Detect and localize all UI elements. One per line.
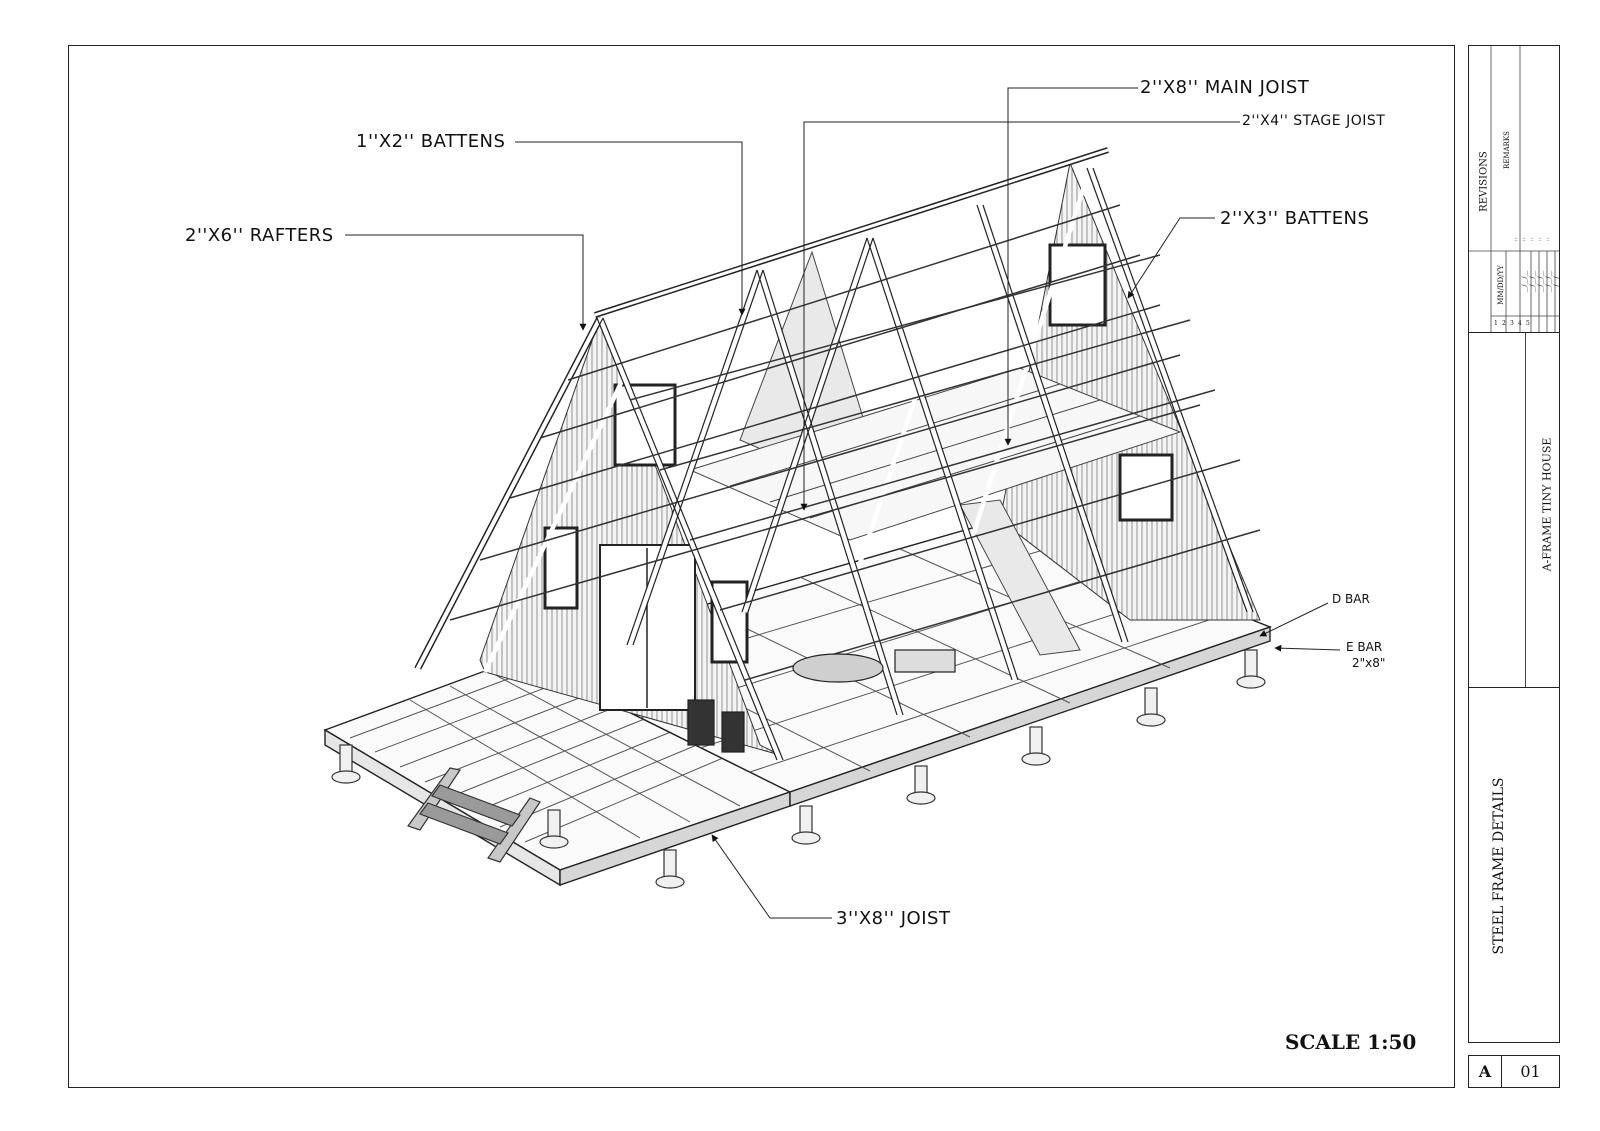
revision-number: 2 [1502,320,1506,327]
revision-number: 1 [1494,320,1498,327]
project-name: A-FRAME TINY HOUSE [1540,437,1554,572]
revision-row: __/__/__ [1545,270,1553,293]
bistro-chair-1 [687,699,715,746]
revision-remark: .. [1543,237,1551,242]
remarks-heading: REMARKS [1503,131,1511,169]
sheet-number-box: A 01 [1468,1055,1560,1088]
revision-row: __/__/__ [1521,270,1529,293]
drawing-frame [68,45,1455,1088]
revision-row: __/__/__ [1529,270,1537,293]
leader-joist-3x8 [711,834,832,919]
revision-row: __/__/__ [1537,270,1545,293]
bistro-chair-2 [721,711,745,753]
front-window-left [543,526,579,610]
date-heading: MM/DD/YY [1497,265,1505,305]
revision-number: 4 [1518,320,1522,327]
leader-e-bar [1274,644,1341,652]
battens [449,204,1261,681]
front-gable-wall [479,316,781,756]
front-window-right [710,580,749,664]
label-main-joist: 2''X8'' MAIN JOIST [1140,77,1310,98]
sofa [894,649,956,673]
label-rafters-2x6: 2''X6'' RAFTERS [185,225,334,246]
label-stage-joist: 2''X4'' STAGE JOIST [1242,113,1386,129]
revision-remark: .. [1527,237,1535,242]
leader-rafters-2x6 [345,234,587,331]
revision-remark: .. [1535,237,1543,242]
leader-battens-2x3 [1127,217,1215,299]
label-battens-1x2: 1''X2'' BATTENS [356,131,506,152]
revision-number: 3 [1510,320,1514,327]
revisions-grid [1469,46,1559,332]
sheet-number: 01 [1520,1062,1541,1081]
furniture [687,649,956,753]
dining-table [792,653,884,683]
leader-main-joist [1004,87,1138,446]
drawing-scale: SCALE 1:50 [1285,1030,1417,1054]
leader-battens-1x2 [515,141,746,316]
revision-remark: .. [1511,237,1519,242]
leader-stage-joist [800,121,1240,511]
sheet-title-block: STEEL FRAME DETAILS [1469,688,1559,1044]
leader-d-bar [1259,602,1329,637]
sheet-letter: A [1469,1056,1502,1087]
label-battens-2x3: 2''X3'' BATTENS [1220,208,1370,229]
revision-row: __/__/__ [1553,270,1561,293]
label-e-bar: E BAR [1346,640,1383,654]
title-block: REVISIONS REMARKS MM/DD/YY __/__/__ __/_… [1468,45,1561,1044]
revision-number: 5 [1526,320,1530,327]
entry-stairs [407,767,541,863]
revisions-table: REVISIONS REMARKS MM/DD/YY __/__/__ __/_… [1469,46,1561,333]
sheet-title: STEEL FRAME DETAILS [1491,777,1507,955]
label-e-bar-size: 2"x8" [1352,656,1386,670]
label-d-bar: D BAR [1332,592,1370,606]
rafters [414,147,1254,761]
label-joist-3x8: 3''X8'' JOIST [836,908,951,929]
support-piers [331,649,1266,889]
back-window-upper [1048,243,1107,327]
project-name-block: A-FRAME TINY HOUSE [1469,333,1559,688]
leader-lines [345,87,1341,919]
revision-remark: .. [1519,237,1527,242]
revisions-heading: REVISIONS [1478,151,1490,212]
